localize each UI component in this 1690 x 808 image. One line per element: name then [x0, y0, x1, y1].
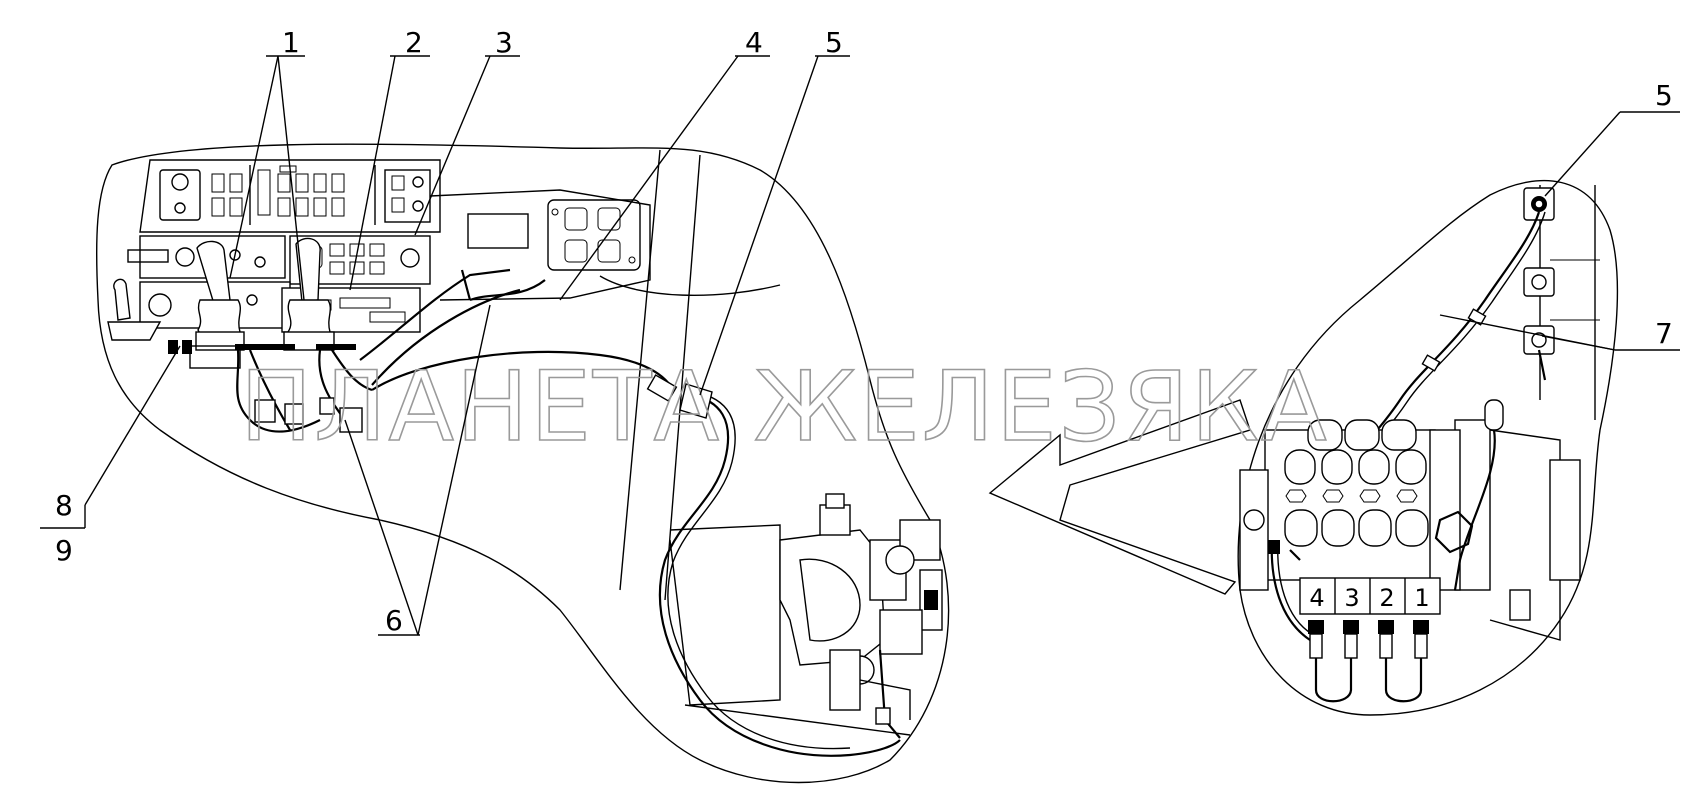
callout-3: 3 — [495, 26, 513, 59]
side-lever — [107, 278, 162, 341]
connector — [254, 399, 276, 423]
spool-row-middle — [1285, 489, 1418, 503]
leader-lines — [40, 55, 1680, 636]
ground-terminals — [1523, 187, 1555, 381]
valve-bank: 4 3 2 1 — [1239, 399, 1581, 703]
spool-row-top — [1284, 419, 1427, 485]
hydraulic-distributor — [669, 493, 943, 739]
section-number-4: 4 — [1309, 584, 1324, 612]
section-number-2: 2 — [1379, 584, 1394, 612]
cab-view — [95, 143, 950, 784]
callout-8: 8 — [55, 489, 73, 522]
callout-6: 6 — [385, 604, 403, 637]
callout-5-detail: 5 — [1655, 79, 1673, 112]
watermark: ПЛАНЕТА ЖЕЛЕЗЯКА — [240, 351, 1329, 463]
direction-arrow — [988, 399, 1251, 595]
spool-row-bottom — [1284, 509, 1474, 554]
valve-detail-boundary — [1237, 179, 1619, 716]
wiring-harness — [235, 268, 901, 757]
cab-view-boundary — [95, 143, 950, 784]
callout-9: 9 — [55, 534, 73, 567]
mount-block — [168, 340, 178, 354]
callout-1: 1 — [282, 26, 300, 59]
rear-shelf — [429, 149, 781, 601]
section-number-3: 3 — [1344, 584, 1359, 612]
callout-5: 5 — [825, 26, 843, 59]
lower-control-panel — [127, 235, 431, 333]
callout-4: 4 — [745, 26, 763, 59]
callout-7: 7 — [1655, 317, 1673, 350]
solenoid-connectors — [1268, 539, 1429, 703]
callout-labels: 1 2 3 4 5 5 6 7 8 9 — [55, 26, 1673, 637]
section-number-1: 1 — [1414, 584, 1429, 612]
cable-grommet — [679, 383, 713, 419]
callout-2: 2 — [405, 26, 423, 59]
